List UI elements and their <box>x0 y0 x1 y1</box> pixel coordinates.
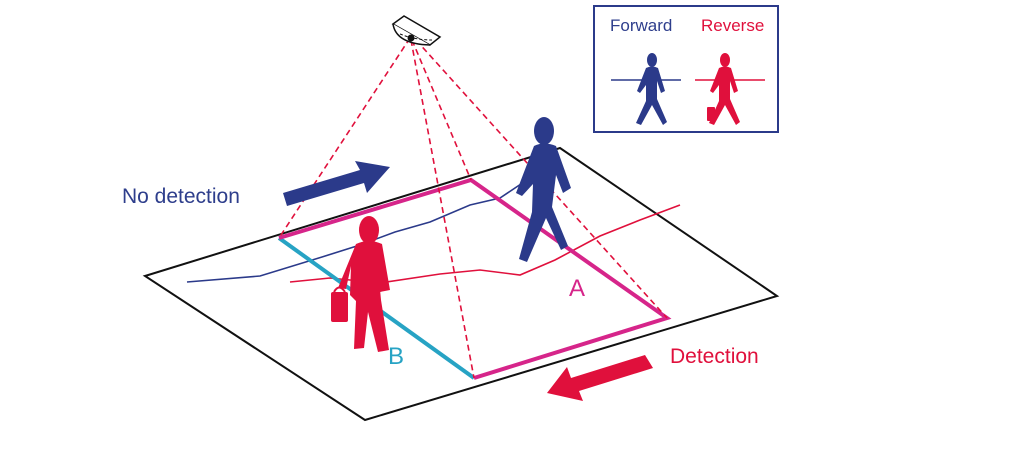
floor-plane <box>142 146 780 422</box>
no-detection-label: No detection <box>122 185 240 208</box>
walking-person-icon <box>516 117 571 262</box>
detection-label: Detection <box>670 345 759 368</box>
forward-trajectory <box>186 167 561 283</box>
direction-legend: Forward Reverse <box>593 5 779 133</box>
sensor-beam <box>278 37 668 379</box>
legend-reverse-label: Reverse <box>701 16 765 35</box>
legend-forward-label: Forward <box>610 16 673 35</box>
walking-person-with-bag-icon <box>331 216 390 352</box>
legend-graphics <box>611 53 765 125</box>
legend-forward-walker-icon <box>636 53 667 125</box>
ceiling-sensor-icon <box>391 15 442 46</box>
zone-b-label: B <box>388 343 405 370</box>
zone-a-label: A <box>569 275 586 302</box>
zone-a-edges <box>278 177 672 380</box>
legend-reverse-walker-icon <box>707 53 740 125</box>
arrow-left-icon <box>547 355 653 401</box>
arrow-right-icon <box>283 161 390 206</box>
